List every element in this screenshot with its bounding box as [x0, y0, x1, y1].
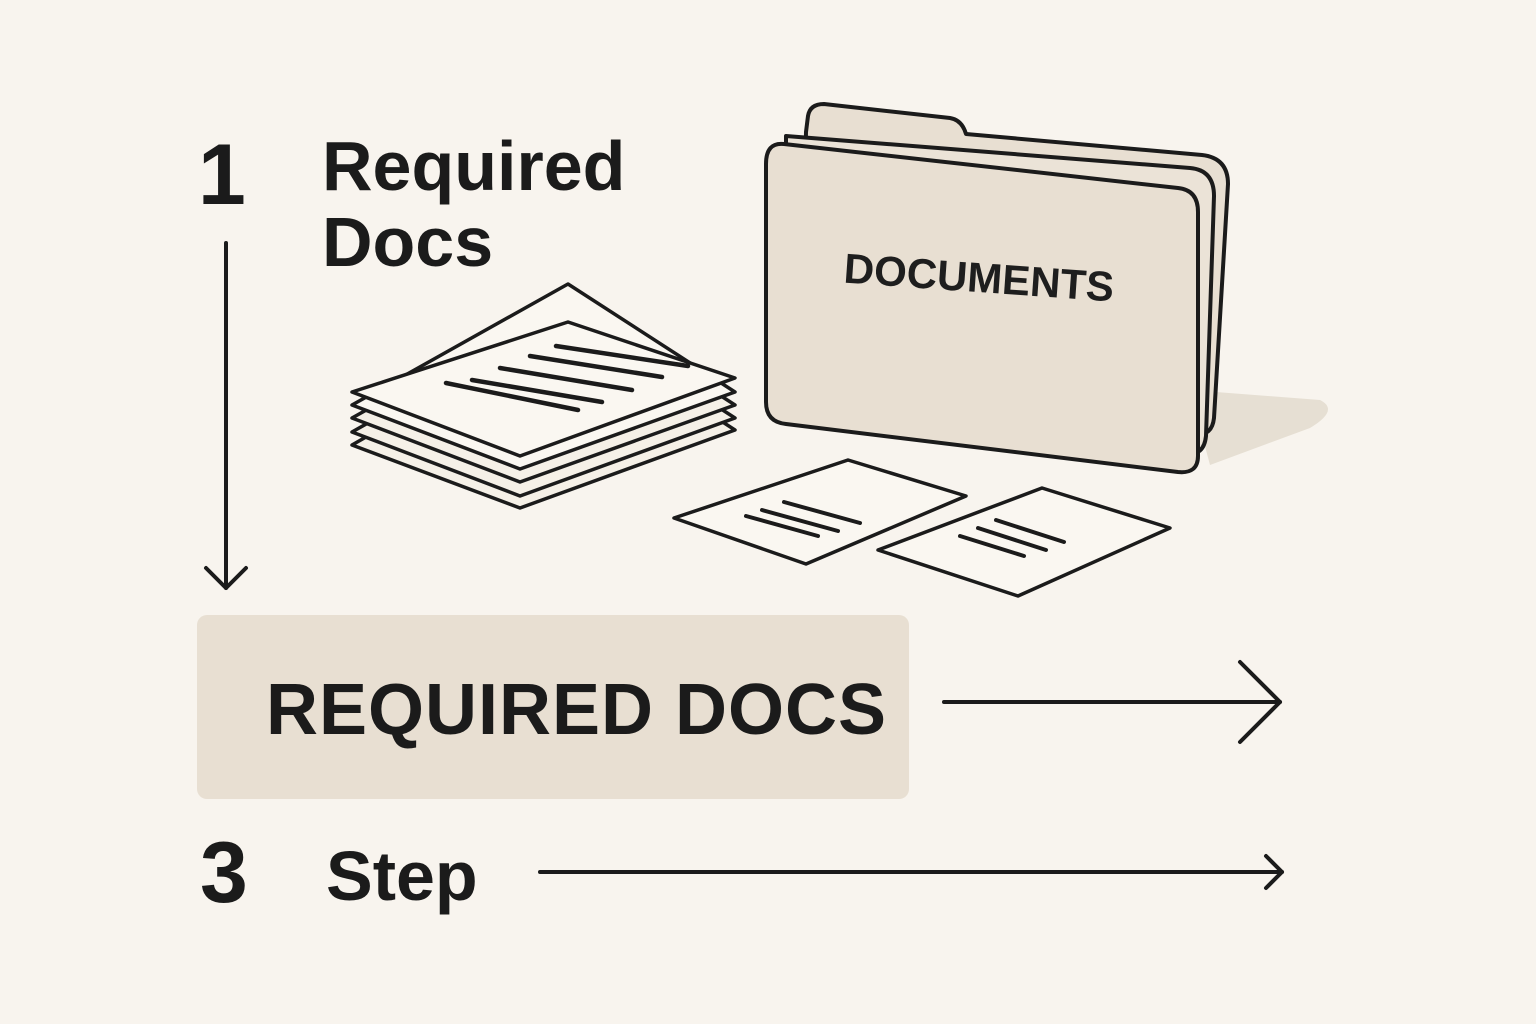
step-1-number: 1 — [198, 127, 246, 223]
folder-shadow — [1190, 390, 1328, 465]
arrow-down-icon — [204, 241, 248, 590]
document-sheet-icon — [672, 458, 968, 566]
step-1-title: Required Docs — [322, 128, 625, 280]
highlight-label: REQUIRED DOCS — [266, 670, 888, 750]
paper-stack-lines — [443, 343, 691, 413]
paper-stack-icon — [350, 282, 737, 510]
step-3-number: 3 — [200, 825, 248, 921]
document-sheet-icon — [876, 486, 1172, 598]
step-1-title-line1: Required — [322, 127, 626, 205]
arrow-right-icon — [942, 660, 1282, 744]
step-1-title-line2: Docs — [322, 203, 494, 281]
highlight-box — [197, 615, 909, 799]
folder-icon — [764, 102, 1230, 475]
arrow-right-icon — [538, 854, 1284, 890]
step-3-title: Step — [326, 837, 478, 915]
